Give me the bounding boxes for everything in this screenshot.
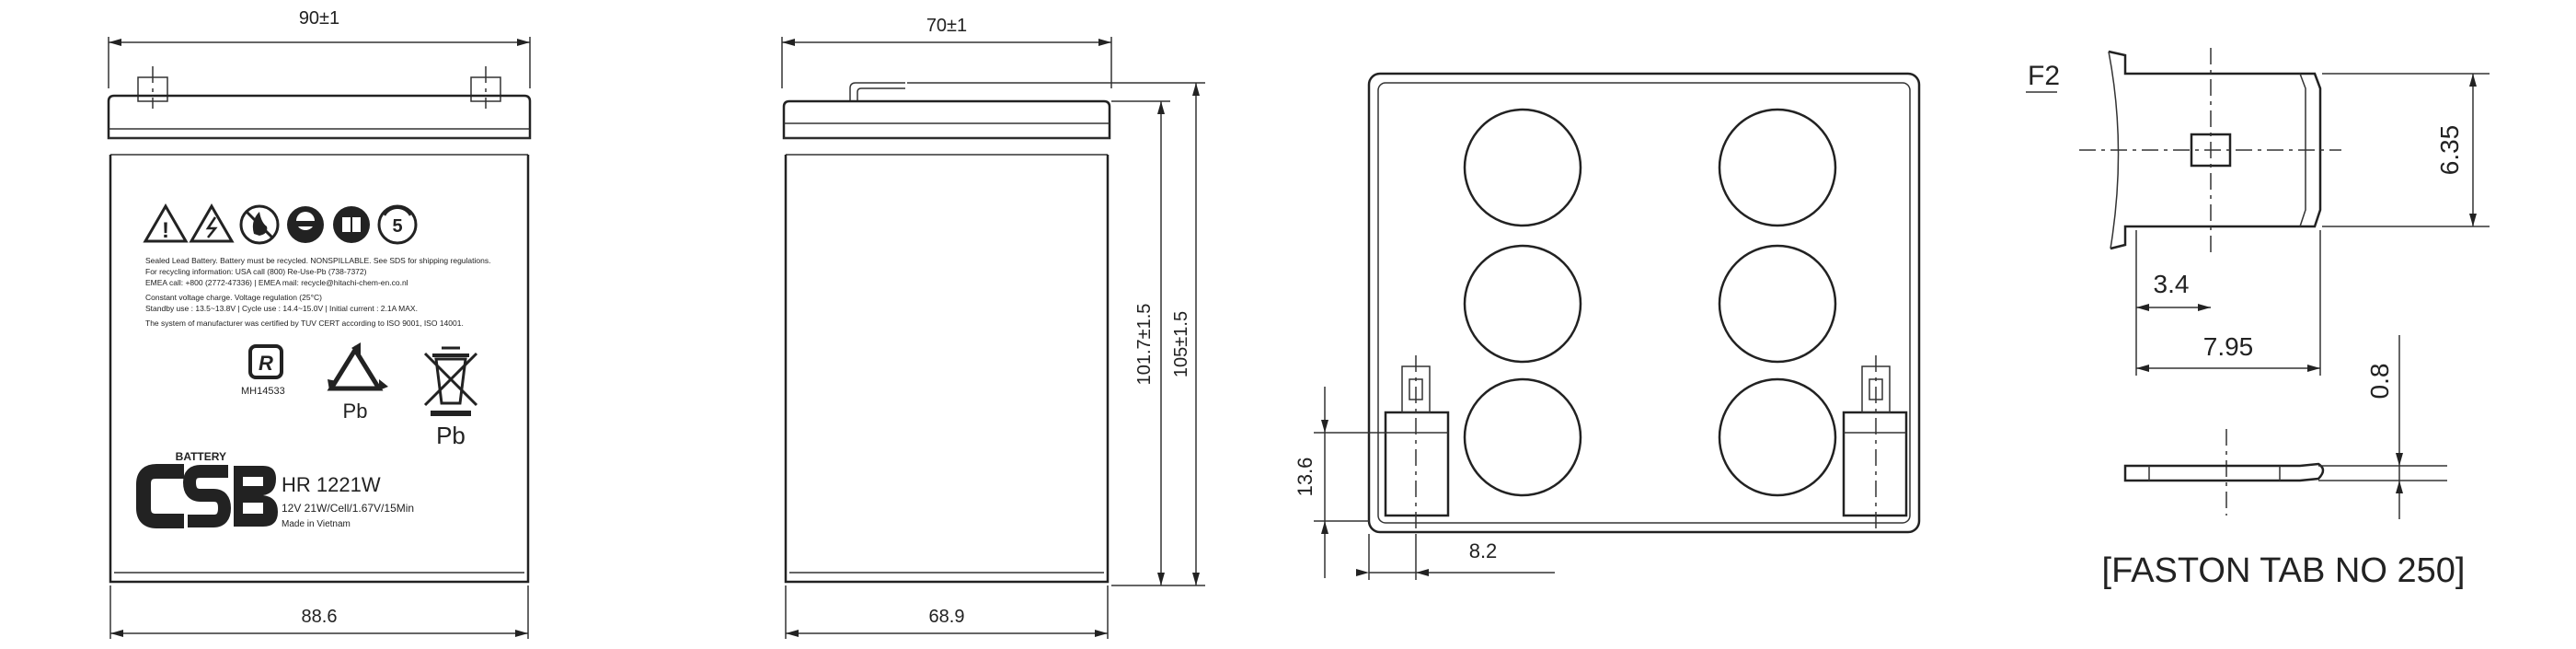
ul-mark-icon: R MH14533 <box>241 344 285 397</box>
front-top-width-label: 90±1 <box>299 8 339 29</box>
faston-caption: [FASTON TAB NO 250] <box>2102 551 2466 590</box>
tab-width-dimension: 6.35 <box>2322 73 2490 227</box>
top-terminal-offset-dimension: 8.2 <box>1356 534 1555 580</box>
csb-logo: BATTERY <box>136 450 278 528</box>
side-bottom-width-label: 68.9 <box>929 607 965 627</box>
eye-protection-icon <box>287 206 324 243</box>
faston-tab-outline <box>2079 48 2341 256</box>
front-top-dimension: 90±1 <box>108 8 531 88</box>
electric-hazard-icon <box>189 203 235 243</box>
no-fire-icon <box>239 204 280 245</box>
terminal-offset-label: 8.2 <box>1469 539 1498 562</box>
top-terminal-height-dimension: 13.6 <box>1294 387 1386 578</box>
svg-text:R: R <box>259 352 273 375</box>
battery-word: BATTERY <box>176 450 226 463</box>
cycle-number: 5 <box>392 216 402 237</box>
terminal-height-label: 13.6 <box>1294 458 1317 497</box>
front-view: 90±1 ! <box>107 8 532 639</box>
warning-icons: ! 5 <box>143 203 418 245</box>
tab-profile: 0.8 <box>2123 335 2447 519</box>
recycle-cycle-icon: 5 <box>377 204 418 245</box>
side-bottom-dimension: 68.9 <box>785 585 1109 639</box>
ul-code: MH14533 <box>241 386 285 397</box>
csb-logo-mark <box>136 464 278 528</box>
side-top-width-label: 70±1 <box>926 16 967 36</box>
warning-line-2: For recycling information: USA call (800… <box>145 267 367 276</box>
bin-pb-label: Pb <box>436 422 466 449</box>
tab-length-label: 7.95 <box>2203 332 2254 361</box>
side-height-dimensions: 101.7±1.5 105±1.5 <box>907 82 1205 586</box>
top-view: 13.6 8.2 <box>1294 72 1921 580</box>
read-manual-icon <box>333 206 370 243</box>
side-height-inner-label: 101.7±1.5 <box>1134 304 1155 386</box>
tab-width-label: 6.35 <box>2435 125 2464 176</box>
model-spec: 12V 21W/Cell/1.67V/15Min <box>282 502 414 515</box>
tab-thickness-label: 0.8 <box>2365 364 2394 400</box>
tab-length-dimension: 7.95 <box>2136 230 2321 376</box>
front-bottom-dimension: 88.6 <box>109 585 529 639</box>
warning-text-block: Sealed Lead Battery. Battery must be rec… <box>145 256 490 328</box>
model-name: HR 1221W <box>282 473 381 496</box>
side-view: 70±1 101.7±1.5 105±1.5 <box>781 16 1205 639</box>
made-in: Made in Vietnam <box>282 519 351 529</box>
vent-caps <box>1463 108 1837 497</box>
warning-line-1: Sealed Lead Battery. Battery must be rec… <box>145 256 490 265</box>
crossed-bin-icon: Pb <box>423 346 478 449</box>
side-top-dimension: 70±1 <box>781 16 1112 88</box>
front-terminals <box>137 66 501 109</box>
hole-offset-label: 3.4 <box>2154 270 2190 298</box>
exclamation-warning-icon: ! <box>143 203 189 243</box>
top-terminal-left <box>1384 355 1450 534</box>
recycle-icon: Pb <box>327 342 388 423</box>
terminal-detail: F2 6.35 3.4 <box>2026 48 2490 590</box>
top-terminal-right <box>1842 355 1908 534</box>
side-height-total-label: 105±1.5 <box>1171 311 1191 377</box>
detail-label: F2 <box>2028 61 2060 91</box>
recycle-pb-label: Pb <box>343 400 368 423</box>
svg-text:!: ! <box>162 218 169 243</box>
warning-line-6: The system of manufacturer was certified… <box>145 319 464 328</box>
front-bottom-width-label: 88.6 <box>302 607 338 627</box>
warning-line-5: Standby use : 13.5~13.8V | Cycle use : 1… <box>145 304 418 313</box>
warning-line-4: Constant voltage charge. Voltage regulat… <box>145 293 322 302</box>
warning-line-3: EMEA call: +800 (2772-47336) | EMEA mail… <box>145 278 408 287</box>
hole-offset-dimension: 3.4 <box>2135 230 2211 376</box>
